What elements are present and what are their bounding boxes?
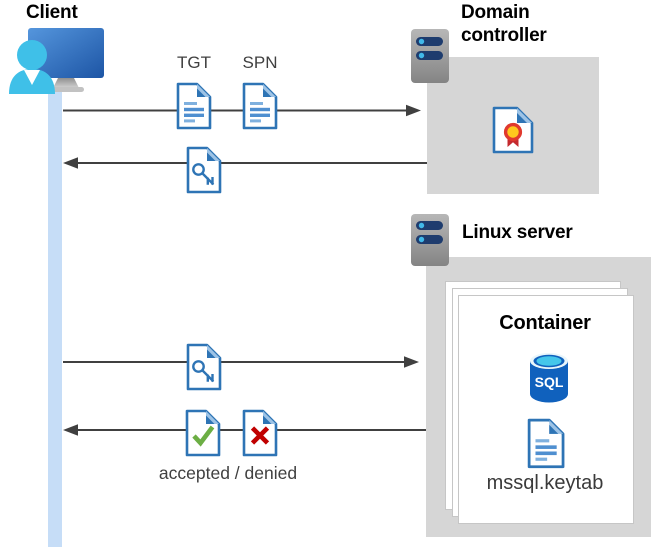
sql-label: SQL xyxy=(535,374,564,390)
monitor-base xyxy=(49,87,84,92)
certificate-icon xyxy=(492,106,534,154)
keytab-label: mssql.keytab xyxy=(486,472,604,494)
container-page-front xyxy=(458,295,634,524)
cross-icon xyxy=(250,426,270,445)
tgt-document-icon xyxy=(176,82,212,130)
client-lifeline xyxy=(48,86,62,547)
service-ticket-to-sql-icon xyxy=(186,343,222,391)
check-icon xyxy=(192,425,215,447)
client-device-icon xyxy=(9,28,104,94)
key-icon xyxy=(192,163,215,186)
monitor-icon xyxy=(28,28,104,92)
client-label: Client xyxy=(26,2,78,23)
arrow-client-to-dc xyxy=(63,104,421,117)
tgt-label: TGT xyxy=(177,53,211,72)
service-ticket-document-icon xyxy=(186,146,222,194)
message-arrows xyxy=(63,104,427,436)
linux-server-icon xyxy=(411,214,449,266)
key-icon xyxy=(192,360,215,383)
container-label: Container xyxy=(499,312,591,334)
seal-icon xyxy=(503,122,523,142)
spn-label: SPN xyxy=(242,53,278,72)
domain-controller-label: Domain controller xyxy=(461,2,547,46)
linux-server-label: Linux server xyxy=(462,222,573,243)
arrow-client-to-server xyxy=(63,356,419,368)
person-icon xyxy=(9,40,55,94)
denied-document-icon xyxy=(242,409,278,457)
spn-document-icon xyxy=(242,82,278,130)
accepted-document-icon xyxy=(185,409,221,457)
keytab-document-icon xyxy=(527,418,565,469)
arrow-dc-to-client xyxy=(63,157,427,169)
sql-database-icon: SQL xyxy=(530,353,568,403)
accepted-denied-label: accepted / denied xyxy=(158,463,298,483)
domain-controller-server-icon xyxy=(411,29,449,83)
monitor-stand xyxy=(53,78,79,88)
